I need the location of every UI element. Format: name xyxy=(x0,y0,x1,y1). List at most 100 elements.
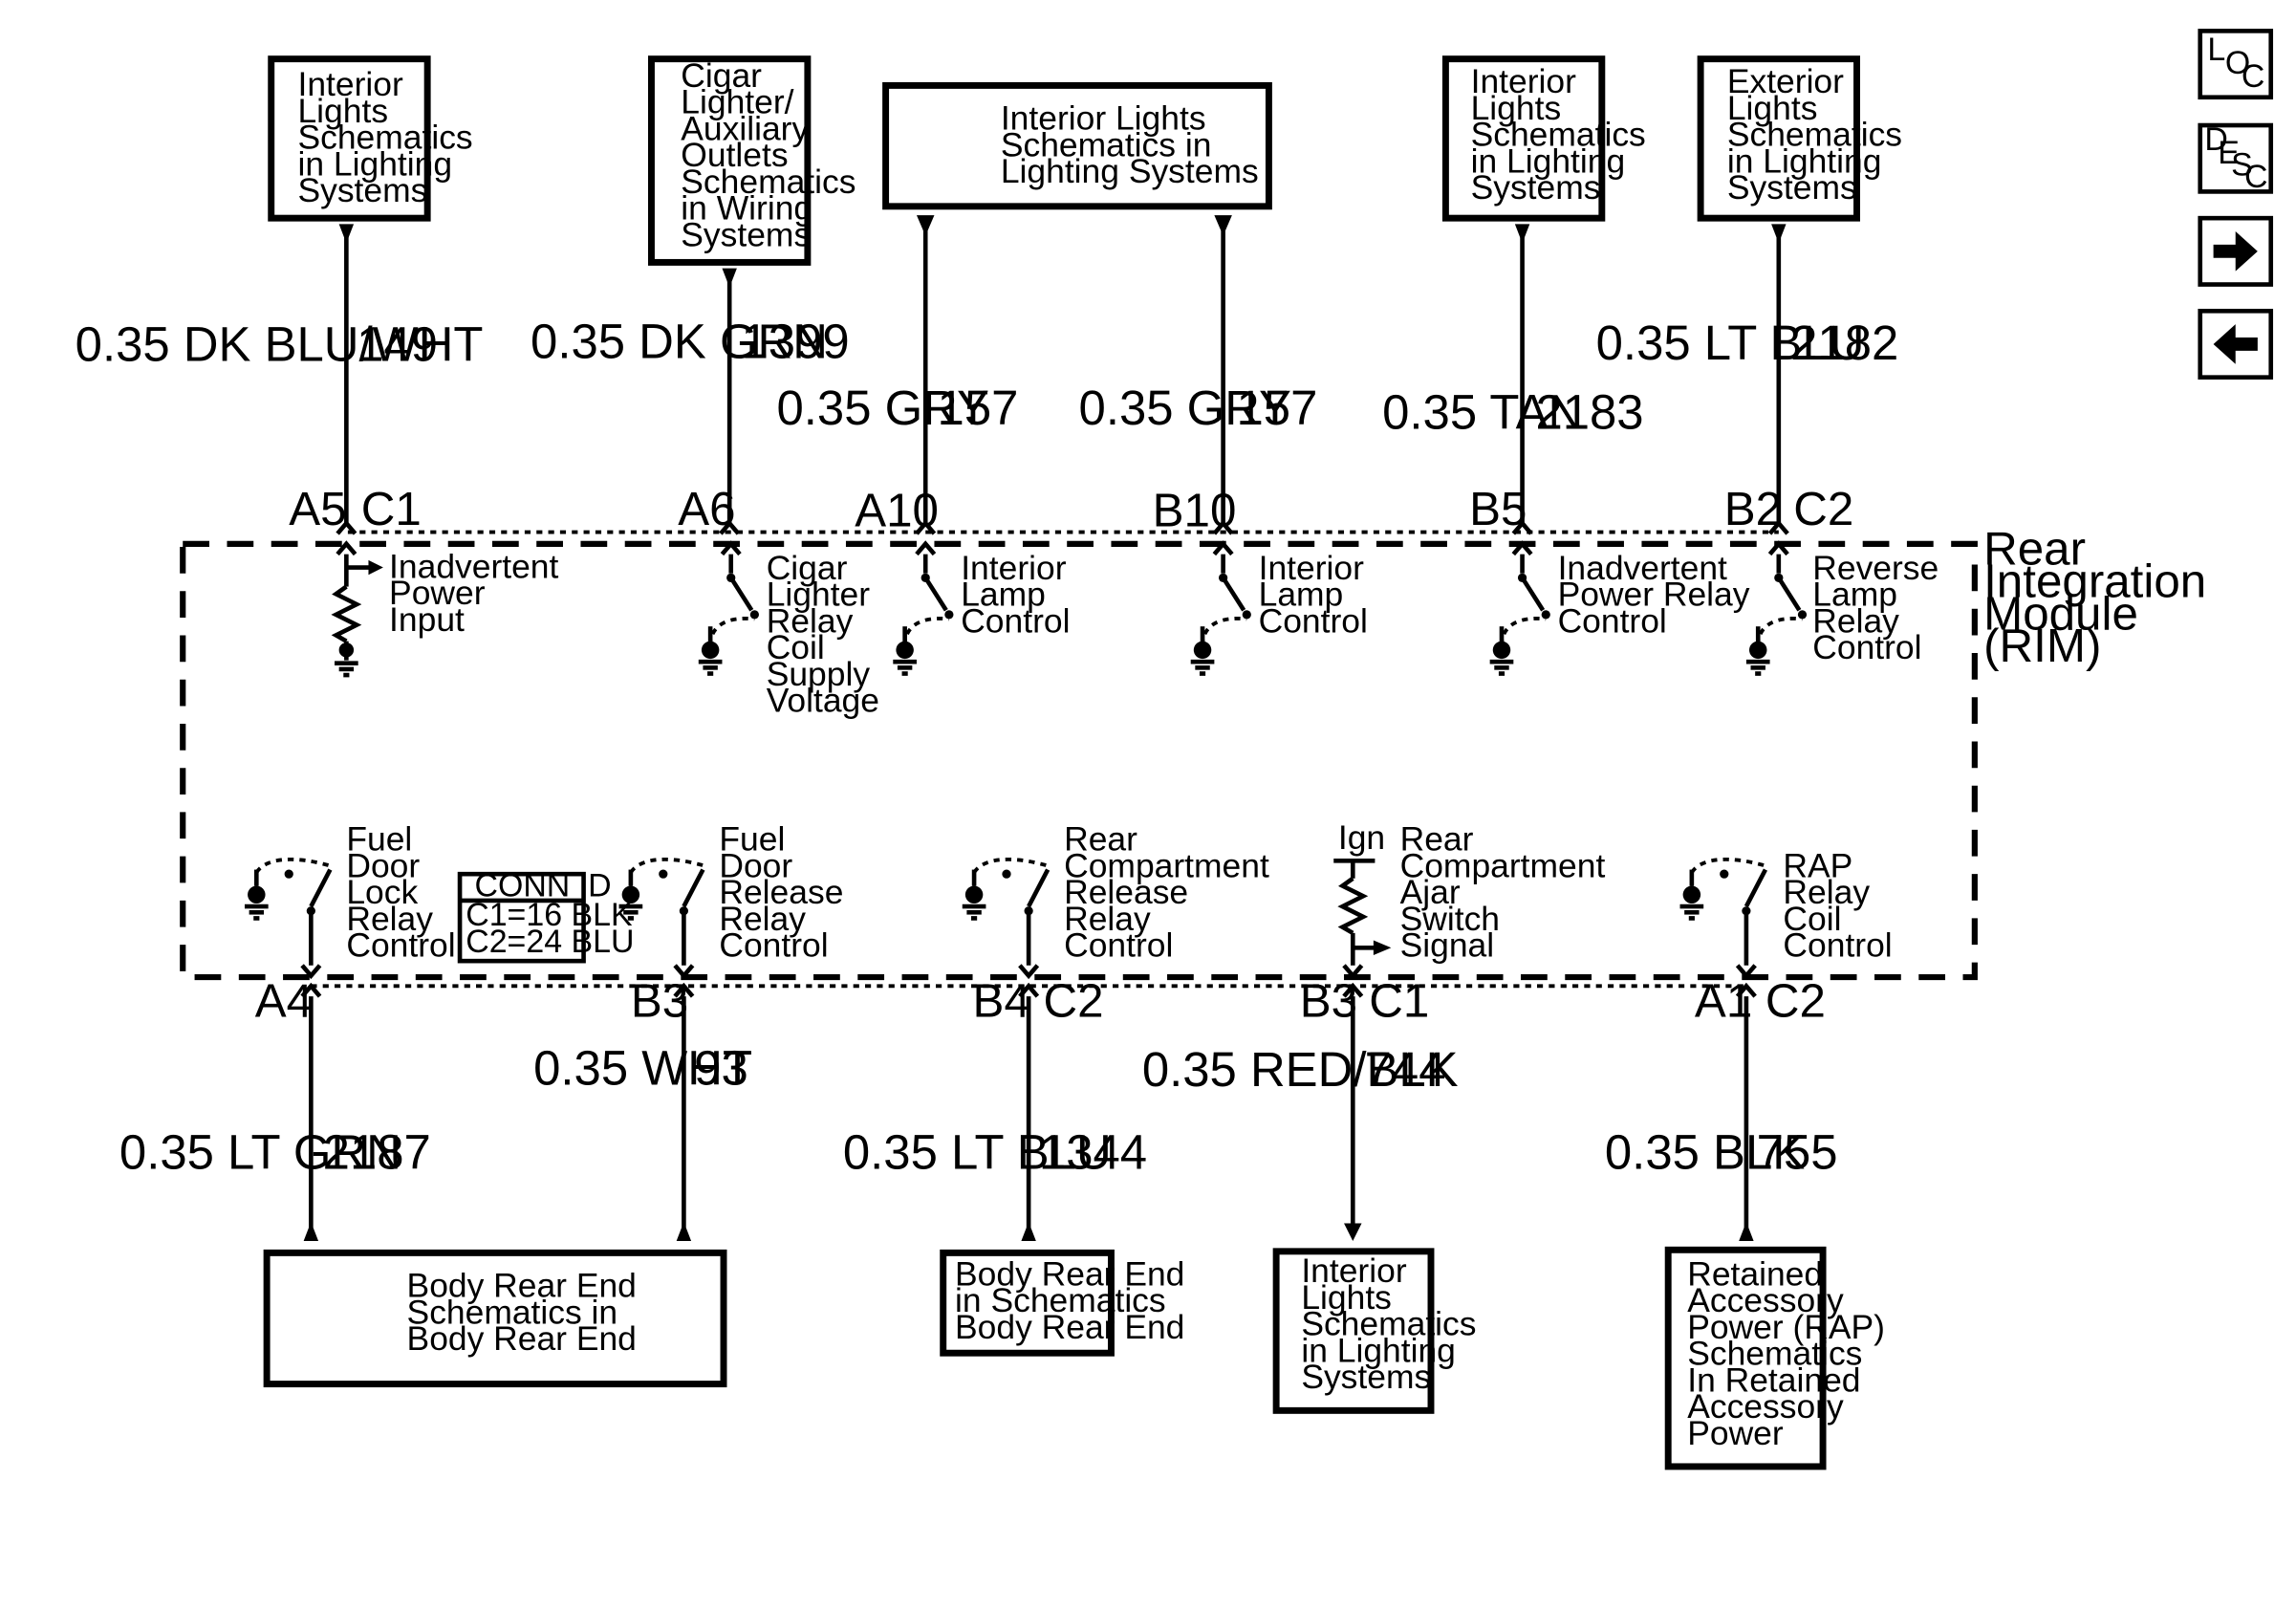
wire-2187: A4 0.35 LT GRN 2187 xyxy=(119,975,431,1242)
svg-text:Reverse: Reverse xyxy=(1812,549,1939,587)
svg-text:0.35 DK BLU/WHT: 0.35 DK BLU/WHT xyxy=(76,317,484,372)
svg-text:C1=16 BLK: C1=16 BLK xyxy=(466,897,633,933)
svg-text:Schematics: Schematics xyxy=(297,119,472,157)
svg-text:Lighter: Lighter xyxy=(767,576,871,614)
svg-text:0.35 LT BLU: 0.35 LT BLU xyxy=(843,1125,1112,1180)
ground-icon xyxy=(893,659,917,676)
svg-text:2187: 2187 xyxy=(323,1125,431,1180)
svg-text:Relay: Relay xyxy=(1812,601,1899,640)
svg-text:0.35 GRY: 0.35 GRY xyxy=(1079,381,1291,435)
wire-755: A1 C2 0.35 BLK 755 xyxy=(1605,975,1838,1242)
ground-icon xyxy=(1679,903,1704,921)
svg-text:Control: Control xyxy=(1812,628,1921,666)
svg-text:in Lighting: in Lighting xyxy=(297,144,452,183)
svg-text:Switch: Switch xyxy=(1400,900,1500,938)
svg-text:Control: Control xyxy=(1064,926,1173,965)
fuel-door-release-relay-control: Fuel Door Release Relay Control xyxy=(618,820,843,980)
svg-text:C2: C2 xyxy=(1793,483,1853,535)
svg-text:Ign: Ign xyxy=(1338,818,1385,857)
wire-157-b: 0.35 GRY 157 B10 xyxy=(1079,215,1317,536)
svg-text:Systems: Systems xyxy=(681,215,811,253)
arrow-right-icon xyxy=(2213,231,2258,272)
svg-text:S: S xyxy=(2231,146,2253,183)
svg-text:Ajar: Ajar xyxy=(1400,873,1461,911)
svg-text:Door: Door xyxy=(719,846,792,884)
ground-icon xyxy=(244,903,269,921)
svg-text:0.35 LT BLU: 0.35 LT BLU xyxy=(1596,316,1865,370)
svg-text:Compartment: Compartment xyxy=(1064,846,1269,884)
interior-lamp-control-a: Interior Lamp Control xyxy=(893,540,1070,676)
loc-button[interactable]: L O C xyxy=(2198,29,2274,100)
svg-text:B3: B3 xyxy=(1300,975,1357,1028)
svg-text:Supply: Supply xyxy=(767,655,871,693)
inadvertent-power-input: Inadvertent Power Input xyxy=(331,540,559,678)
svg-text:Relay: Relay xyxy=(1783,873,1870,911)
svg-text:Control: Control xyxy=(346,926,455,965)
rim-module-outline xyxy=(180,540,1978,981)
svg-text:744: 744 xyxy=(1365,1042,1446,1097)
svg-text:Lights: Lights xyxy=(297,92,388,130)
wire-744: B3 C1 0.35 RED/BLK 744 xyxy=(1142,975,1459,1242)
svg-text:Power Relay: Power Relay xyxy=(1558,576,1750,614)
bottom-box-interior-lights[interactable]: Interior Lights Schematics in Lighting S… xyxy=(1272,1248,1477,1414)
wire-2183: 0.35 TAN 2183 B5 xyxy=(1382,224,1644,535)
svg-text:Accessory: Accessory xyxy=(1687,1281,1844,1319)
svg-text:149: 149 xyxy=(357,317,438,372)
interior-lamp-control-b: Interior Lamp Control xyxy=(1190,540,1368,676)
arrow-left-icon xyxy=(2213,324,2258,364)
desc-button[interactable]: D E S C xyxy=(2198,121,2274,195)
wire-1344: B4 C2 0.35 LT BLU 1344 xyxy=(843,975,1147,1242)
svg-text:A10: A10 xyxy=(855,484,939,536)
svg-text:Systems: Systems xyxy=(1727,168,1857,207)
svg-text:in Lighting: in Lighting xyxy=(1727,142,1882,180)
svg-text:A4: A4 xyxy=(255,975,313,1028)
svg-text:93: 93 xyxy=(694,1041,748,1096)
svg-text:Lamp: Lamp xyxy=(961,576,1046,614)
svg-text:0.35 DK GRN: 0.35 DK GRN xyxy=(531,315,828,369)
svg-text:A6: A6 xyxy=(678,483,735,535)
svg-text:Input: Input xyxy=(389,600,465,639)
svg-text:Lamp: Lamp xyxy=(1812,576,1897,614)
bottom-box-body-rear-end-2[interactable]: Body Rear End in Schematics Body Rear En… xyxy=(940,1249,1185,1357)
svg-text:Coil: Coil xyxy=(767,628,825,666)
bottom-box-retained-accessory-power[interactable]: Retained Accessory Power (RAP) Schematic… xyxy=(1664,1246,1885,1470)
wire-157-a: 0.35 GRY 157 A10 xyxy=(777,215,1018,536)
top-box-cigar-lighter[interactable]: Cigar Lighter/ Auxiliary Outlets Schemat… xyxy=(648,55,856,266)
svg-text:Interior: Interior xyxy=(297,65,402,103)
wire-2182: 0.35 LT BLU 2182 B2 C2 xyxy=(1596,224,1898,535)
svg-text:C: C xyxy=(2242,58,2265,95)
svg-text:Schematics: Schematics xyxy=(1471,116,1646,154)
svg-text:Relay: Relay xyxy=(346,900,433,938)
top-box-interior-lights-1[interactable]: Interior Lights Schematics in Lighting S… xyxy=(268,55,473,222)
svg-text:Release: Release xyxy=(719,873,843,911)
previous-page-button[interactable] xyxy=(2198,308,2274,380)
svg-text:Signal: Signal xyxy=(1400,926,1495,965)
top-box-interior-lights-2[interactable]: Interior Lights Schematics in Lighting S… xyxy=(882,81,1272,210)
top-box-interior-lights-3[interactable]: Interior Lights Schematics in Lighting S… xyxy=(1441,55,1646,222)
svg-text:Rear: Rear xyxy=(1064,820,1137,859)
svg-text:A5: A5 xyxy=(289,483,346,535)
top-box-exterior-lights[interactable]: Exterior Lights Schematics in Lighting S… xyxy=(1697,55,1902,222)
fuel-door-lock-relay-control: Fuel Door Lock Relay Control xyxy=(244,820,456,980)
svg-text:Body Rear End: Body Rear End xyxy=(407,1319,637,1358)
svg-text:Retained: Retained xyxy=(1687,1254,1823,1293)
svg-text:Body Rear End: Body Rear End xyxy=(955,1254,1184,1293)
svg-text:Body Rear End: Body Rear End xyxy=(955,1308,1184,1346)
bottom-box-body-rear-end-1[interactable]: Body Rear End Schematics in Body Rear En… xyxy=(263,1249,727,1388)
svg-text:Lighter/: Lighter/ xyxy=(681,83,793,121)
cigar-lighter-relay-contact: Cigar Lighter Relay Coil Supply Voltage xyxy=(698,540,879,720)
svg-text:C: C xyxy=(2244,159,2268,195)
svg-text:Power: Power xyxy=(389,574,486,612)
svg-text:Lights: Lights xyxy=(1471,89,1562,127)
svg-text:Schematics: Schematics xyxy=(1687,1335,1862,1373)
svg-text:Interior Lights: Interior Lights xyxy=(1001,99,1206,138)
svg-text:Power (RAP): Power (RAP) xyxy=(1687,1308,1885,1346)
wire-1399: 0.35 DK GRN 1399 A6 xyxy=(531,268,850,535)
svg-text:B2: B2 xyxy=(1724,483,1782,535)
svg-text:C2: C2 xyxy=(1765,975,1826,1028)
ground-icon xyxy=(962,903,986,921)
next-page-button[interactable] xyxy=(2198,215,2274,287)
svg-text:Interior: Interior xyxy=(1471,62,1576,100)
svg-text:B5: B5 xyxy=(1469,483,1527,535)
